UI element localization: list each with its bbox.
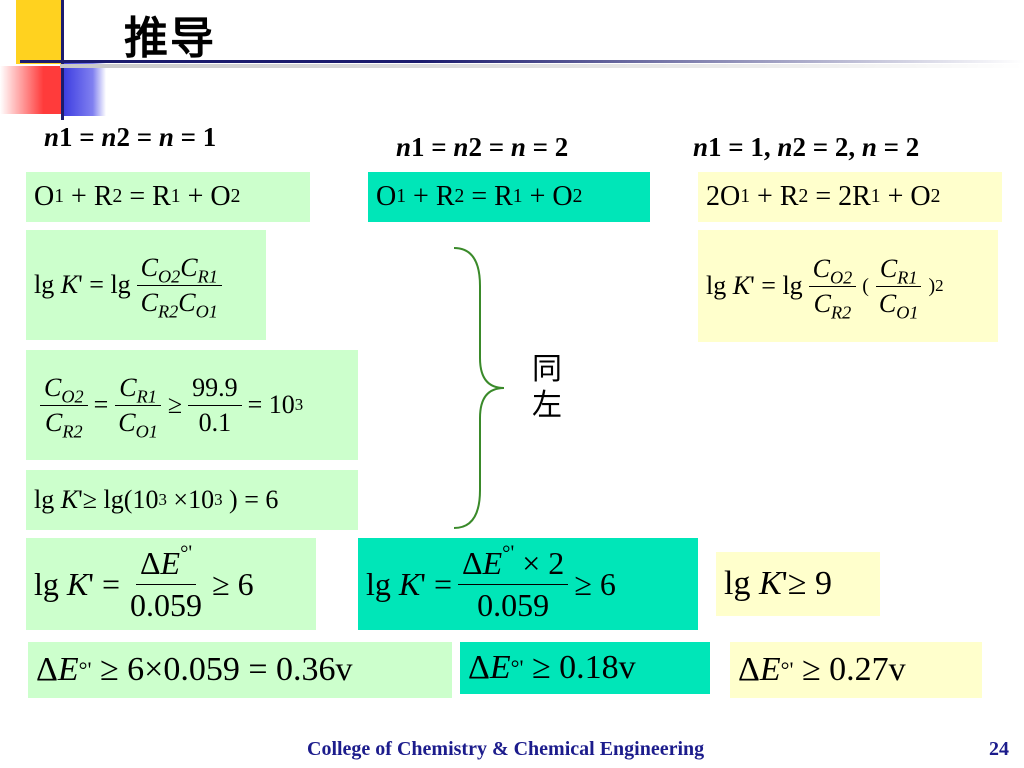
- condition-1: n1 = n2 = n = 1: [44, 122, 217, 152]
- lgk-potential-1: lg K' = ΔE°' 0.059 ≥ 6: [26, 538, 316, 630]
- page-number: 24: [989, 738, 1009, 760]
- decor-blue-square: [62, 62, 106, 116]
- lgk-expression-3: lg K' = lg CO2 CR2 ( CR1 CO1 )2: [698, 230, 998, 342]
- slide-title: 推导: [124, 13, 216, 64]
- lgk-bound-3: lg K'≥ 9: [716, 552, 880, 616]
- decor-shadow-line: [60, 64, 1024, 68]
- footer-college-name: College of Chemistry & Chemical Engineer…: [307, 738, 705, 760]
- decor-yellow-square: [16, 0, 62, 64]
- same-as-left-label: 同左: [532, 352, 562, 423]
- decor-red-square: [0, 66, 62, 114]
- curly-brace-icon: [453, 247, 505, 529]
- condition-2: n1 = n2 = n = 2: [396, 132, 569, 162]
- decor-horizontal-line: [20, 60, 1024, 63]
- lgk-potential-2: lg K' = ΔE°' × 2 0.059 ≥ 6: [358, 538, 698, 630]
- condition-3: n1 = 1, n2 = 2, n = 2: [693, 132, 920, 162]
- lgk-expression-1: lg K' = lg CO2CR1 CR2CO1: [26, 230, 266, 340]
